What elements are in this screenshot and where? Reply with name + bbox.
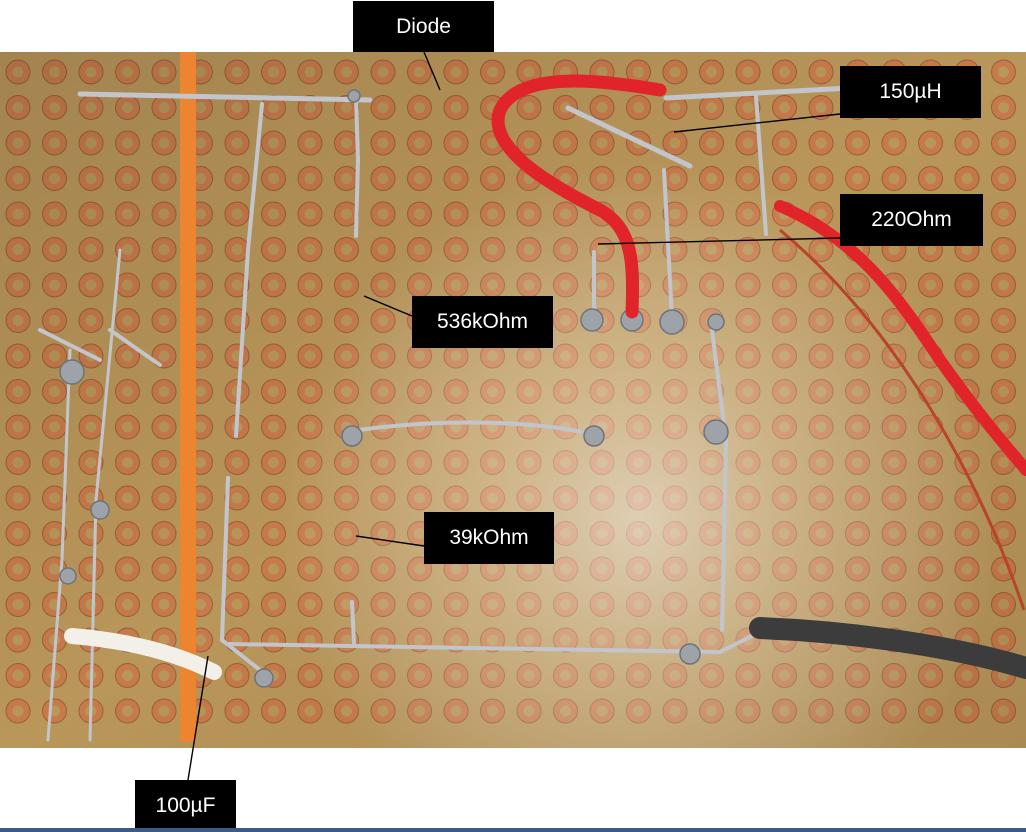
label-536kohm: 536kOhm bbox=[412, 296, 553, 348]
thin-red-strand bbox=[779, 228, 1026, 611]
black-wire bbox=[749, 617, 1026, 679]
label-220ohm: 220Ohm bbox=[840, 194, 983, 246]
red-wire-long bbox=[774, 200, 1026, 476]
middle-resistor-lead bbox=[344, 420, 594, 436]
red-wire-loop bbox=[491, 74, 667, 319]
resistor-220-lead bbox=[754, 94, 768, 236]
label-100uf: 100µF bbox=[135, 780, 236, 831]
white-wire bbox=[64, 628, 222, 680]
inductor-lead-diagonal bbox=[565, 105, 693, 169]
label-diode: Diode bbox=[353, 1, 494, 52]
tinned-wire-leads bbox=[38, 85, 853, 742]
diode-lead bbox=[354, 94, 361, 238]
orange-marker-stripe bbox=[180, 52, 196, 742]
bottom-border bbox=[0, 828, 1026, 832]
right-vertical-lead bbox=[710, 328, 729, 632]
leader-diode bbox=[423, 51, 441, 91]
top-horizontal-lead bbox=[77, 91, 373, 103]
label-39kohm: 39kOhm bbox=[424, 512, 554, 564]
leader-100uf bbox=[187, 655, 209, 781]
leader-536kohm bbox=[363, 295, 413, 317]
capacitor-lead bbox=[219, 476, 272, 680]
inductor-lead-vertical bbox=[662, 168, 674, 320]
leader-150uh bbox=[673, 113, 841, 133]
leader-39kohm bbox=[355, 535, 425, 547]
bottom-rail bbox=[226, 630, 762, 655]
lower-vertical-lead bbox=[350, 600, 356, 646]
label-150uh: 150µH bbox=[840, 66, 981, 118]
left-cluster-stub-2 bbox=[108, 328, 162, 367]
left-vertical-lead-536k bbox=[234, 102, 264, 438]
solder-joints bbox=[59, 89, 729, 688]
inductor-lead-top bbox=[663, 85, 853, 101]
leader-220ohm bbox=[597, 237, 841, 245]
left-cluster-stub-1 bbox=[38, 328, 102, 362]
left-cluster-lead-2 bbox=[46, 348, 72, 742]
label-leader-lines bbox=[187, 51, 841, 781]
